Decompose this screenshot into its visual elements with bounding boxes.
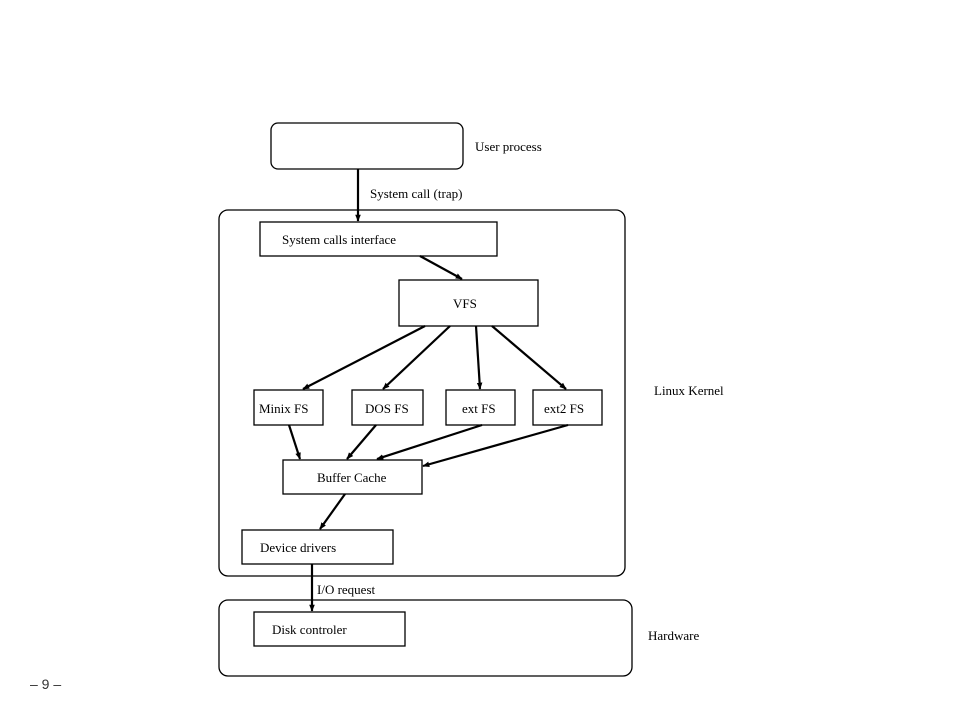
disk-controller-box (253, 611, 406, 647)
syscall-interface-box (259, 221, 498, 257)
user-process-label: User process (475, 139, 542, 154)
arrow-cache-to-drivers (319, 493, 346, 530)
arrow-vfs-to-ext2 (491, 325, 567, 390)
dos-fs-box (351, 389, 424, 426)
linux-kernel-label: Linux Kernel (654, 383, 724, 398)
hardware-label: Hardware (648, 628, 699, 643)
device-drivers-label: Device drivers (260, 540, 336, 555)
arrow-vfs-to-minix (302, 325, 426, 390)
disk-controller-label: Disk controler (272, 622, 347, 637)
arrow-syscall-to-vfs (419, 255, 463, 280)
device-drivers-box (241, 529, 394, 565)
arrow-dos-to-cache (346, 424, 377, 460)
ext2-fs-box (532, 389, 603, 426)
ext-fs-box (445, 389, 516, 426)
system-call-label: System call (trap) (370, 186, 462, 201)
syscall-interface-label: System calls interface (282, 232, 396, 247)
io-request-label: I/O request (317, 582, 376, 597)
vfs-box (398, 279, 539, 327)
minix-fs-label: Minix FS (259, 401, 309, 416)
arrow-vfs-to-dos (382, 325, 451, 390)
dos-fs-label: DOS FS (365, 401, 409, 416)
ext2-fs-label: ext2 FS (544, 401, 584, 416)
arrow-vfs-to-ext (474, 325, 483, 390)
arrow-ext-to-cache (376, 423, 483, 461)
user-process-box (270, 122, 464, 170)
buffer-cache-label: Buffer Cache (317, 470, 387, 485)
ext-fs-label: ext FS (462, 401, 496, 416)
buffer-cache-box (282, 459, 423, 495)
arrow-ext2-to-cache (422, 423, 569, 468)
arrow-minix-to-cache (287, 424, 302, 460)
vfs-label: VFS (453, 296, 477, 311)
slide-number: – 9 – (30, 676, 62, 692)
minix-fs-box (253, 389, 324, 426)
